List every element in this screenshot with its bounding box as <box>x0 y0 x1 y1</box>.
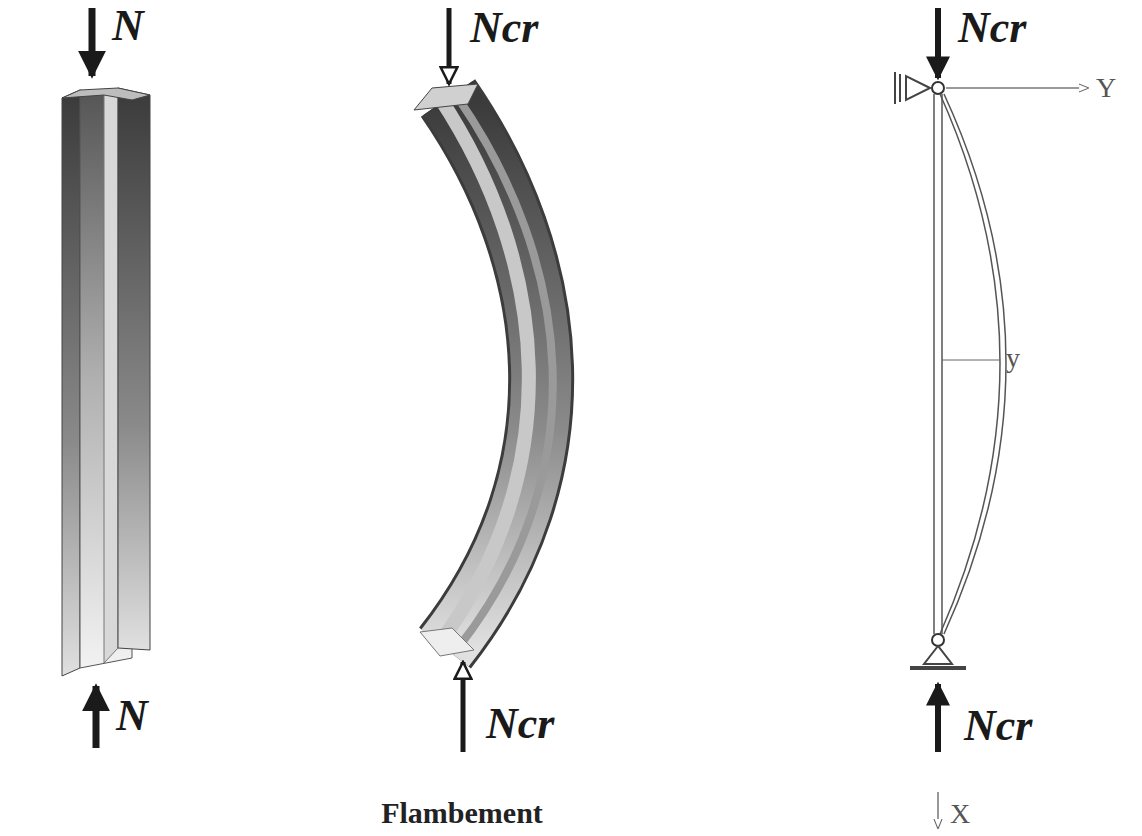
force-label: N <box>116 694 148 738</box>
buckled-ibeam <box>414 8 553 752</box>
force-label: Ncr <box>958 6 1026 50</box>
force-label: Ncr <box>486 702 554 746</box>
force-label: Ncr <box>470 6 538 50</box>
caption: Flambement <box>381 798 543 828</box>
force-label: N <box>112 4 144 48</box>
deflection-label: y <box>1006 344 1020 372</box>
axis-label: Y <box>1096 74 1116 102</box>
force-label: Ncr <box>964 704 1032 748</box>
straight-ibeam <box>62 8 150 748</box>
axis-label: X <box>950 800 970 828</box>
column-schematic <box>895 8 1088 828</box>
